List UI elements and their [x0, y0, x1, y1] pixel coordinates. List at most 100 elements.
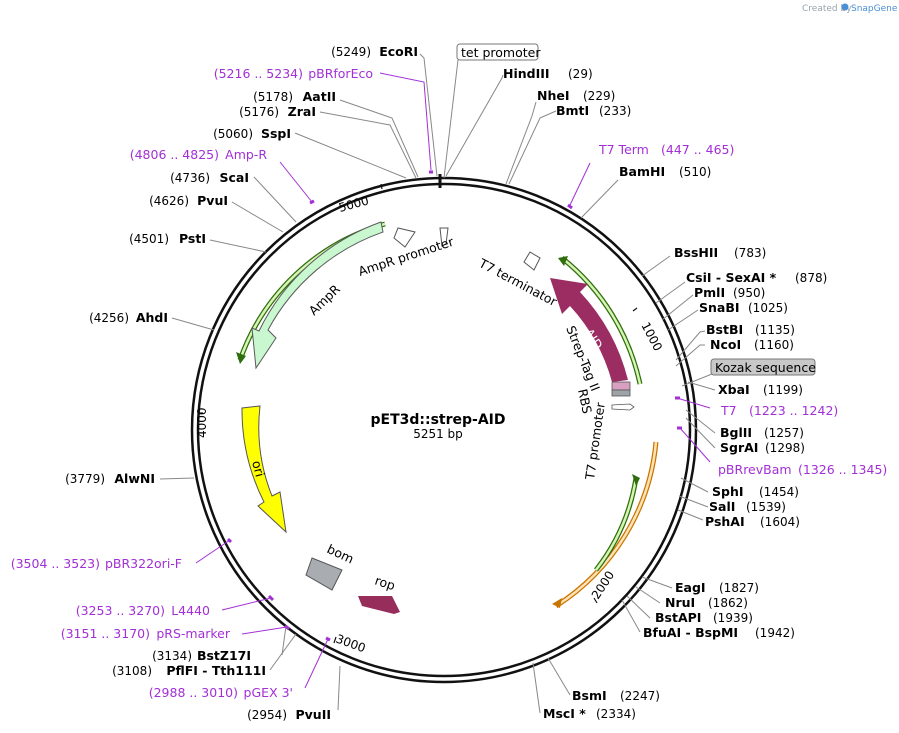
site-pos: (1539): [746, 500, 786, 514]
site-name[interactable]: SspI: [261, 126, 291, 141]
site-name[interactable]: SphI: [712, 484, 744, 499]
site-name[interactable]: AhdI: [136, 310, 168, 325]
primer-range: (1326 .. 1345): [798, 462, 887, 477]
site-name[interactable]: XbaI: [718, 382, 750, 397]
site-name[interactable]: BstAPI: [655, 610, 701, 625]
site-pos: (1298): [765, 441, 805, 455]
primer-range: (3504 .. 3523): [11, 556, 100, 571]
site-name[interactable]: HindIII: [503, 66, 550, 81]
ori-label: ori: [249, 459, 268, 479]
tick-5000: 5000: [337, 193, 370, 214]
site-pos: (510): [679, 165, 711, 179]
site-name[interactable]: EcoRI: [379, 44, 418, 59]
site-pos: (5249): [331, 45, 371, 59]
site-name[interactable]: NruI: [665, 595, 695, 610]
bom-feature: [305, 557, 343, 591]
leader-lines: [159, 53, 716, 714]
site-name[interactable]: BglII: [720, 425, 752, 440]
sites-right: HindIII (29) NheI (229) BmtI (233) BamHI…: [503, 66, 827, 721]
primer-name[interactable]: pBRforEco: [308, 66, 373, 81]
site-pos: (1199): [763, 383, 803, 397]
site-pos: (1160): [754, 338, 794, 352]
t7-terminator-feature: [523, 251, 541, 271]
site-pos: (1135): [755, 323, 795, 337]
primer-name[interactable]: pBR322ori-F: [105, 556, 182, 571]
site-pos: (878): [795, 271, 827, 285]
site-name[interactable]: NcoI: [710, 337, 741, 352]
site-pos: (783): [734, 246, 766, 260]
rop-feature: [358, 596, 400, 614]
primers-left: pBRforEco (5216 .. 5234) Amp-R (4806 .. …: [11, 66, 373, 700]
tet-promoter-box: [456, 43, 539, 61]
plasmid-name: pET3d::strep-AID: [370, 412, 505, 428]
primer-name[interactable]: T7: [720, 403, 737, 418]
aid-feature: [550, 278, 628, 382]
site-name[interactable]: SnaBI: [699, 300, 740, 315]
strep-tag-feature: [611, 381, 631, 391]
primer-name[interactable]: pGEX 3': [244, 685, 293, 700]
primer-range: (1223 .. 1242): [749, 403, 838, 418]
primer-name[interactable]: pBRrevBam: [718, 462, 792, 477]
site-name[interactable]: BsmI: [572, 688, 607, 703]
primer-name[interactable]: T7 Term: [598, 142, 649, 157]
site-name[interactable]: AlwNI: [114, 471, 155, 486]
rbs-label: RBS: [575, 388, 595, 416]
site-pos: (2334): [596, 707, 636, 721]
site-name[interactable]: EagI: [675, 580, 706, 595]
site-name[interactable]: BamHI: [619, 164, 665, 179]
primer-name[interactable]: Amp-R: [225, 147, 267, 162]
site-name[interactable]: PvuII: [295, 707, 331, 722]
site-name[interactable]: CsiI - SexAI *: [686, 270, 777, 285]
credit-brand: SnapGene: [851, 4, 898, 14]
site-name[interactable]: AatII: [303, 89, 336, 104]
site-pos: (1604): [760, 515, 800, 529]
site-name[interactable]: PshAI: [705, 514, 745, 529]
tet-promoter-feature: [439, 227, 449, 247]
primer-name[interactable]: L4440: [171, 603, 210, 618]
site-name[interactable]: PflFI - Tth111I: [166, 663, 266, 678]
tick-marks: [198, 183, 638, 644]
site-name[interactable]: BmtI: [556, 103, 589, 118]
site-name[interactable]: ZraI: [288, 104, 316, 119]
ampr-promoter-feature: [393, 227, 416, 248]
t7-terminator-label: T7 terminator: [476, 255, 561, 309]
site-pos: (4256): [89, 311, 129, 325]
site-name[interactable]: NheI: [537, 88, 570, 103]
rbs-feature: [611, 389, 631, 397]
site-pos: (3134): [152, 649, 192, 663]
tick-4000: 4000: [195, 407, 209, 438]
site-name[interactable]: BssHII: [674, 245, 718, 260]
site-name[interactable]: BstZ17I: [197, 648, 251, 663]
t7-promoter-feature: [611, 403, 635, 411]
site-name[interactable]: PstI: [179, 231, 206, 246]
kozak-box: [710, 358, 816, 376]
site-pos: (2247): [620, 689, 660, 703]
site-name[interactable]: SalI: [709, 499, 735, 514]
primer-range: (2988 .. 3010): [149, 685, 238, 700]
site-pos: (4626): [149, 194, 189, 208]
credit-prefix: Created by: [802, 4, 852, 14]
site-name[interactable]: BstBI: [706, 322, 743, 337]
primer-name[interactable]: pRS-marker: [156, 626, 231, 641]
site-pos: (2954): [247, 708, 287, 722]
site-pos: (229): [583, 89, 615, 103]
primer-range: (3151 .. 3170): [61, 626, 150, 641]
site-name[interactable]: PvuI: [197, 193, 228, 208]
site-pos: (3779): [65, 472, 105, 486]
site-pos: (4736): [170, 171, 210, 185]
ampr-feature: [251, 221, 384, 370]
kozak-label: Kozak sequence: [715, 360, 816, 375]
site-pos: (233): [599, 104, 631, 118]
site-pos: (29): [568, 67, 593, 81]
site-name[interactable]: PmlI: [694, 285, 725, 300]
primer-range: (4806 .. 4825): [130, 147, 219, 162]
site-name[interactable]: MscI *: [543, 706, 586, 721]
site-name[interactable]: SgrAI: [720, 440, 758, 455]
site-name[interactable]: BfuAI - BspMI: [643, 625, 738, 640]
ampr-label: AmpR: [306, 281, 344, 318]
tick-1000: 1000: [638, 320, 665, 354]
site-name[interactable]: ScaI: [220, 170, 250, 185]
site-pos: (1827): [719, 581, 759, 595]
tet-promoter-label: tet promoter: [461, 45, 541, 60]
site-pos: (5060): [213, 127, 253, 141]
